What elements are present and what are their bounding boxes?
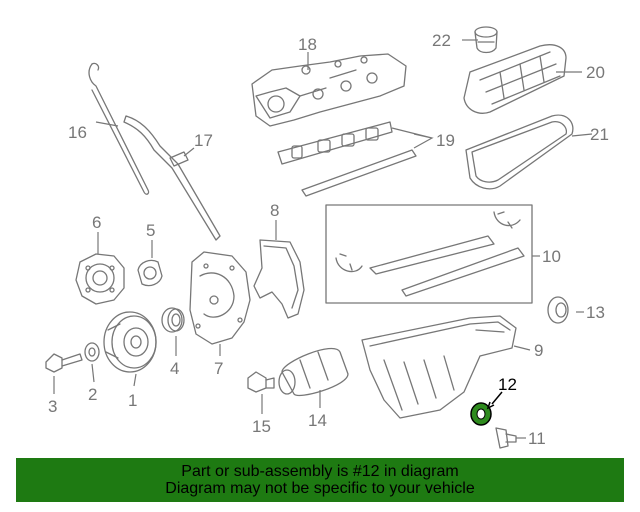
- part-20-valve-cover[interactable]: [463, 44, 567, 114]
- parts-diagram: 16 17 18 19 20 21 22 6 5 8 10 13 9 12 11…: [45, 26, 609, 449]
- callout-8: 8: [270, 201, 279, 220]
- callout-10: 10: [542, 247, 561, 266]
- part-17-dipstick-tube[interactable]: [123, 115, 221, 241]
- callout-7: 7: [214, 359, 223, 378]
- callout-2: 2: [88, 385, 97, 404]
- callout-14: 14: [308, 411, 327, 430]
- part-6-sprocket[interactable]: [75, 253, 125, 305]
- callout-6: 6: [92, 213, 101, 232]
- part-9-oil-pan[interactable]: [361, 315, 517, 419]
- part-11-drain-plug[interactable]: [495, 427, 517, 449]
- callout-1: 1: [128, 391, 137, 410]
- callout-22: 22: [432, 31, 451, 50]
- part-7-timing-cover[interactable]: [189, 251, 251, 345]
- part-19-intake-gaskets[interactable]: [277, 121, 417, 197]
- callout-12: 12: [498, 375, 517, 394]
- part-5-gear[interactable]: [137, 259, 163, 287]
- callout-13: 13: [586, 303, 605, 322]
- callout-15: 15: [252, 417, 271, 436]
- part-16-dipstick[interactable]: [88, 62, 150, 195]
- banner-line-part: Part or sub-assembly is #12 in diagram: [181, 463, 459, 480]
- callout-18: 18: [298, 35, 317, 54]
- callout-4: 4: [170, 359, 179, 378]
- part-8-cover-gasket[interactable]: [253, 239, 305, 319]
- part-15-filter-adapter[interactable]: [247, 371, 275, 393]
- part-12-drain-plug-gasket[interactable]: [470, 402, 492, 426]
- callout-5: 5: [146, 221, 155, 240]
- callout-11: 11: [528, 429, 546, 448]
- part-3-bolt[interactable]: [45, 353, 83, 373]
- callout-3: 3: [48, 397, 57, 416]
- callout-21: 21: [590, 125, 609, 144]
- callout-20: 20: [586, 63, 605, 82]
- callout-9: 9: [534, 341, 543, 360]
- callout-17: 17: [194, 131, 213, 150]
- callout-16: 16: [68, 123, 87, 142]
- part-22-oil-cap[interactable]: [474, 26, 498, 54]
- callout-19: 19: [436, 131, 455, 150]
- banner-line-disclaimer: Diagram may not be specific to your vehi…: [165, 480, 475, 497]
- part-18-intake-manifold[interactable]: [251, 53, 407, 127]
- part-1-balancer[interactable]: [103, 311, 157, 373]
- part-4-front-seal[interactable]: [161, 307, 185, 333]
- part-21-valve-cover-gasket[interactable]: [465, 114, 574, 190]
- part-10-gasket-set[interactable]: [325, 204, 533, 304]
- part-2-washer[interactable]: [84, 342, 100, 362]
- part-14-oil-filter[interactable]: [278, 347, 349, 396]
- part-13-rear-seal[interactable]: [547, 296, 569, 324]
- notice-banner: Part or sub-assembly is #12 in diagram D…: [16, 458, 624, 502]
